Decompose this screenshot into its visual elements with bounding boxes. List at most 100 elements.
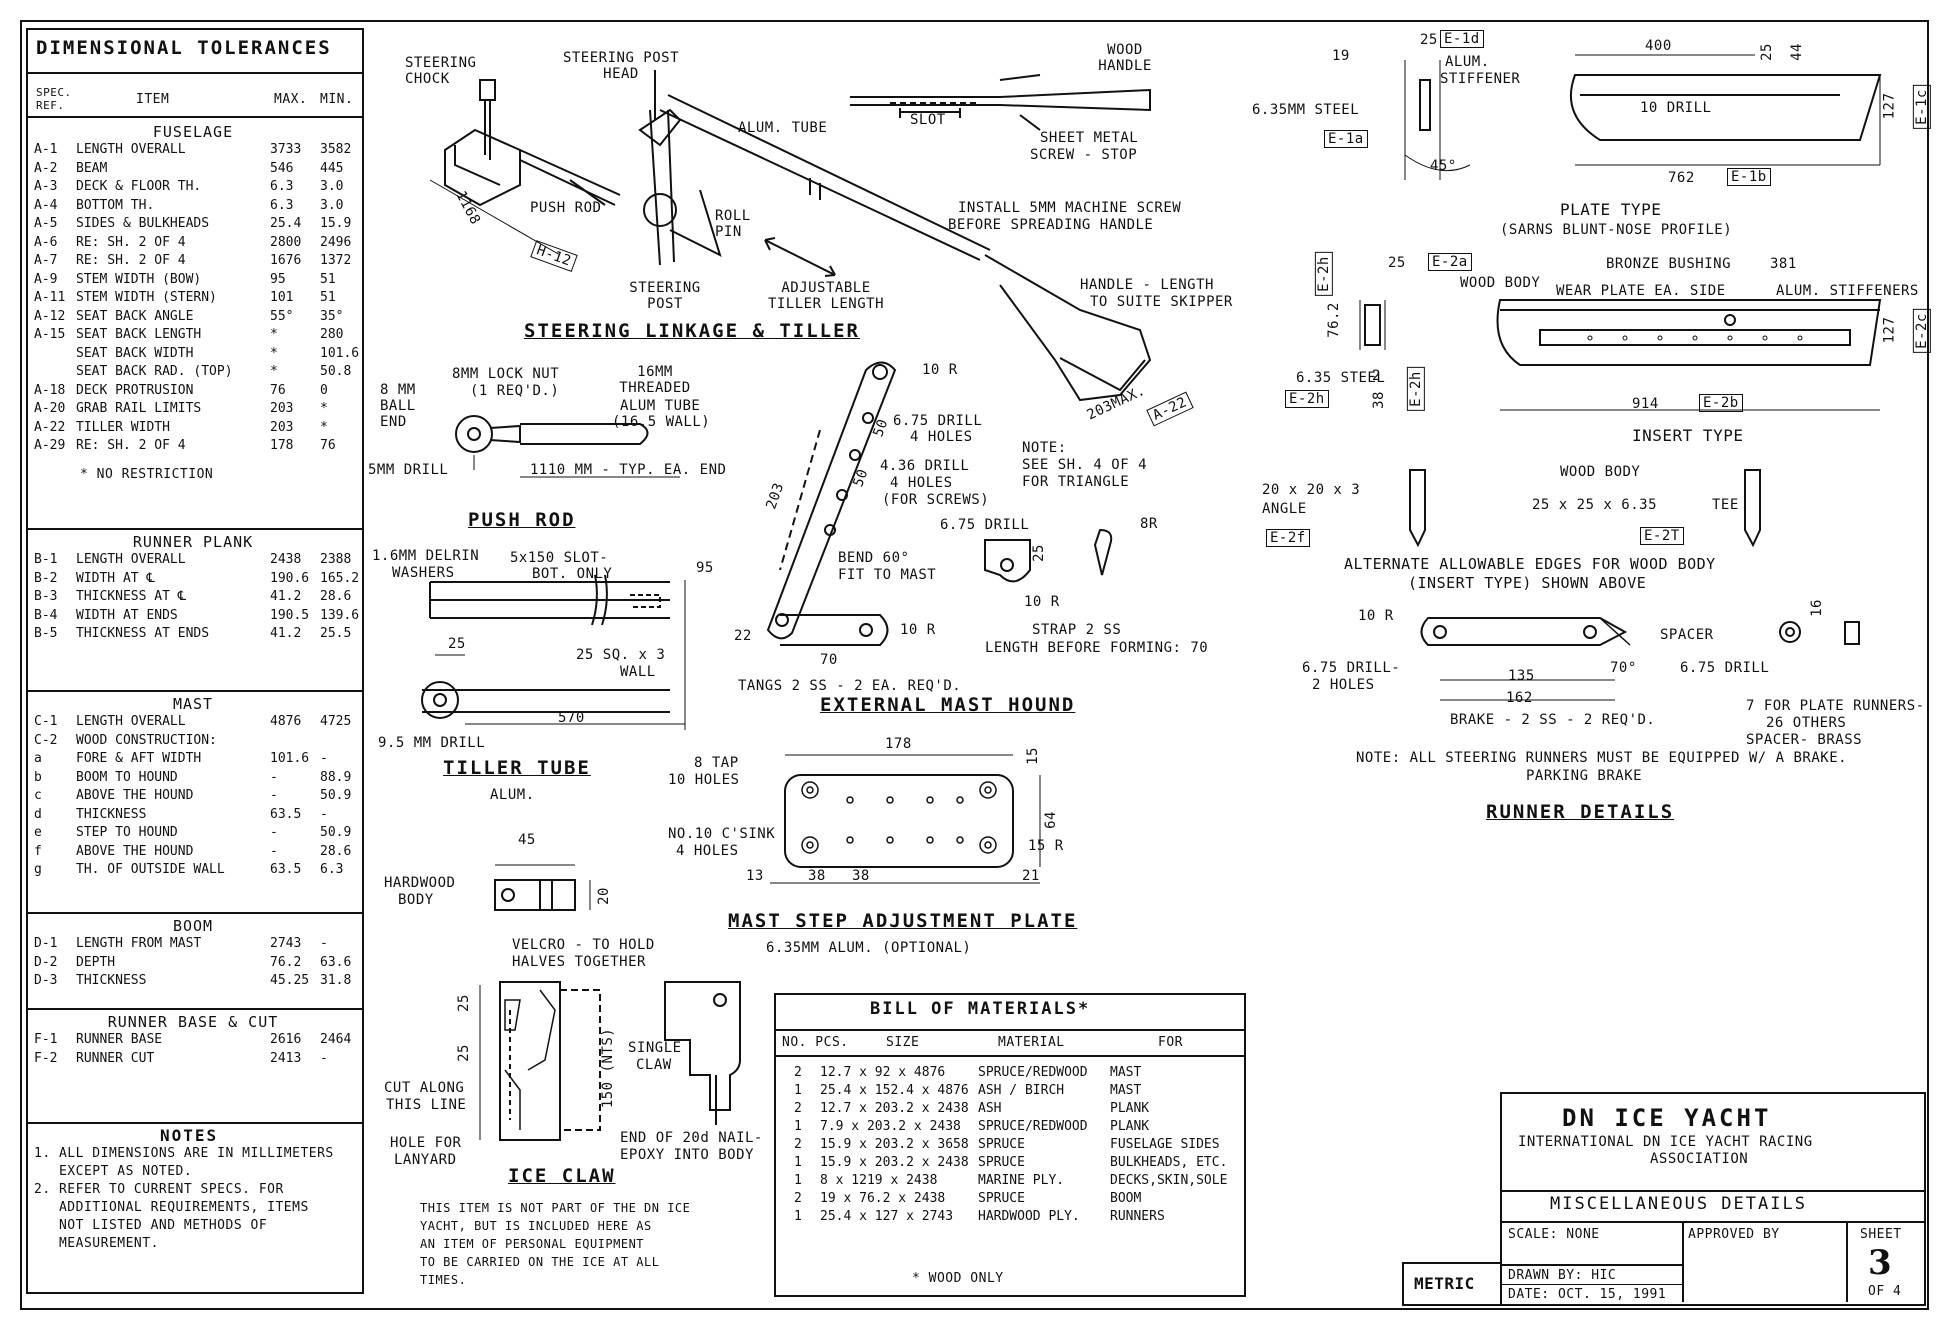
runner-details-drawing xyxy=(1359,54,1882,701)
label-handle-length-2: TO SUITE SKIPPER xyxy=(1090,294,1233,310)
ref-e1a: E-1a xyxy=(1324,130,1368,148)
dim-570: 570 xyxy=(558,710,585,726)
dim-19: 19 xyxy=(1332,48,1350,64)
tolerance-cell-max: * xyxy=(270,364,278,379)
tolerance-cell-max: 76 xyxy=(270,382,286,398)
label-csink-holes: 4 HOLES xyxy=(676,843,739,859)
insert-type-title: INSERT TYPE xyxy=(1632,426,1744,445)
tolerance-cell-min: 2496 xyxy=(320,234,352,250)
bom-cell-pcs: 1 xyxy=(794,1083,802,1098)
dim-381: 381 xyxy=(1770,256,1797,272)
dim-10r-hound: 10 R xyxy=(922,362,958,378)
tolerance-section-title: BOOM xyxy=(172,917,214,935)
tolerance-cell-item: STEM WIDTH (STERN) xyxy=(76,290,217,305)
tolerance-cell-min: 35° xyxy=(320,308,344,324)
ref-e2t: E-2T xyxy=(1640,527,1684,545)
tolerance-cell-max: 546 xyxy=(270,160,294,176)
tolerance-cell-min: 88.9 xyxy=(320,769,352,785)
tolerance-cell-min: 165.2 xyxy=(320,570,360,586)
tolerance-cell-ref: A-4 xyxy=(34,197,58,213)
tolerance-cell-item: BEAM xyxy=(76,160,108,176)
dim-38b: 38 xyxy=(852,868,870,884)
dim-25-claw-a: 25 xyxy=(455,994,472,1012)
bom-cell-size: 12.7 x 92 x 4876 xyxy=(820,1065,946,1080)
tolerance-cell-min: 3.0 xyxy=(320,179,344,194)
dim-914: 914 xyxy=(1632,396,1659,412)
bom-cell-for: DECKS,SKIN,SOLE xyxy=(1110,1173,1228,1188)
bom-cell-for: PLANK xyxy=(1110,1101,1150,1116)
tolerance-cell-max: 3733 xyxy=(270,142,302,157)
label-675-drill-spacer: 6.75 DRILL xyxy=(1680,660,1770,676)
tolerance-cell-item: SEAT BACK LENGTH xyxy=(76,327,202,342)
tolerance-cell-min: 280 xyxy=(320,327,344,342)
tolerance-cell-item: STEM WIDTH (BOW) xyxy=(76,271,202,287)
tolerance-cell-item: STEP TO HOUND xyxy=(76,825,178,840)
bom-cell-material: ASH xyxy=(978,1101,1002,1116)
label-alum-tube: ALUM. TUBE xyxy=(738,120,828,136)
label-steering-chock: STEERING CHOCK xyxy=(405,55,477,87)
label-lock-nut: 8MM LOCK NUT xyxy=(452,366,560,382)
label-10-holes: 10 HOLES xyxy=(668,772,740,788)
label-plate-runners: 7 FOR PLATE RUNNERS- xyxy=(1746,698,1925,714)
dim-38a: 38 xyxy=(808,868,826,884)
drawing-border xyxy=(20,20,1929,1310)
dim-135: 135 xyxy=(1508,668,1535,684)
ref-e1b: E-1b xyxy=(1727,168,1771,186)
tolerance-cell-ref: d xyxy=(34,806,42,822)
label-26-others: 26 OTHERS xyxy=(1766,715,1847,731)
ice-claw-desc-line: TIMES. xyxy=(420,1273,467,1287)
tolerance-cell-max: 63.5 xyxy=(270,862,302,877)
label-pushrod-length: 1110 MM - TYP. EA. END xyxy=(530,462,727,478)
tolerance-cell-max: 76.2 xyxy=(270,954,302,970)
label-bronze-bushing: BRONZE BUSHING xyxy=(1606,256,1732,272)
dim-400: 400 xyxy=(1645,38,1672,54)
tolerance-cell-ref: a xyxy=(34,751,42,766)
tiller-tube-drawing xyxy=(421,574,686,730)
dim-178: 178 xyxy=(885,736,912,752)
tolerance-cell-max: * xyxy=(270,345,278,361)
tolerance-cell-item: SIDES & BULKHEADS xyxy=(76,216,210,231)
tolerance-cell-min: * xyxy=(320,419,328,435)
ref-e2h-c: E-2h xyxy=(1406,367,1425,411)
label-parking-brake: PARKING BRAKE xyxy=(1526,768,1643,784)
label-velcro-2: HALVES TOGETHER xyxy=(512,954,646,970)
tolerance-cell-ref: A-3 xyxy=(34,179,58,194)
tolerance-cell-min: 3582 xyxy=(320,142,352,157)
label-claw: CLAW xyxy=(636,1057,672,1073)
tolerance-cell-max: - xyxy=(270,788,278,803)
title-block-drawn: DRAWN BY: HIC xyxy=(1508,1268,1617,1283)
tolerance-cell-ref: A-15 xyxy=(34,327,66,342)
tolerance-cell-item: RUNNER CUT xyxy=(76,1050,155,1066)
tolerance-cell-max: 203 xyxy=(270,401,294,416)
tolerance-cell-item: RE: SH. 2 OF 4 xyxy=(76,234,186,250)
label-fit-to-mast: FIT TO MAST xyxy=(838,567,937,583)
tolerance-cell-min: 63.6 xyxy=(320,954,352,970)
tolerance-cell-ref: D-2 xyxy=(34,954,58,970)
tolerance-cell-max: 41.2 xyxy=(270,626,302,641)
tolerance-cell-max: 2800 xyxy=(270,234,302,250)
label-steel-insert: 6.35 STEEL xyxy=(1296,370,1386,386)
label-steel-635: 6.35MM STEEL xyxy=(1252,102,1360,118)
label-9-5-drill: 9.5 MM DRILL xyxy=(378,735,486,751)
label-steering-post-head: STEERING POST HEAD xyxy=(562,50,680,82)
tolerance-cell-ref: g xyxy=(34,862,42,877)
tolerance-cell-item: FORE & AFT WIDTH xyxy=(76,751,202,766)
tolerance-cell-ref: B-2 xyxy=(34,570,58,586)
tolerance-cell-ref: b xyxy=(34,769,42,785)
tolerance-cell-min: 1372 xyxy=(320,253,352,268)
mast-hound-title: EXTERNAL MAST HOUND xyxy=(820,694,1076,716)
tolerance-cell-item: DECK PROTRUSION xyxy=(76,382,194,398)
ice-claw-desc-line: THIS ITEM IS NOT PART OF THE DN ICE xyxy=(420,1201,691,1215)
dim-10r-strap: 10 R xyxy=(1024,594,1060,610)
dim-13: 13 xyxy=(746,868,764,884)
tolerance-cell-ref: F-1 xyxy=(34,1032,58,1047)
